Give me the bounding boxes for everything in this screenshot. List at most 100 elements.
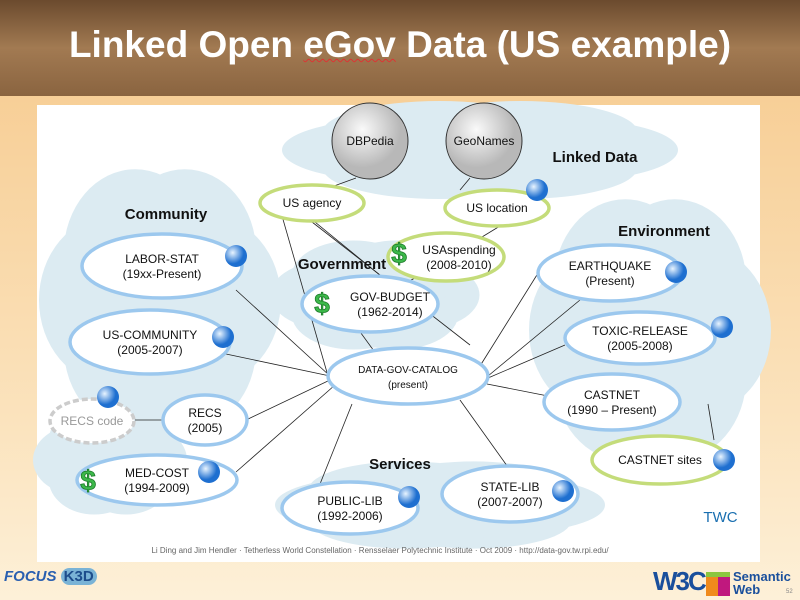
- edge-line: [707, 403, 715, 441]
- focus-text: FOCUS: [4, 568, 57, 585]
- node-sublabel: (2005): [188, 421, 223, 435]
- group-label-services: Services: [369, 456, 431, 473]
- node-label: LABOR-STAT: [125, 252, 199, 266]
- node-us-agency[interactable]: US agency: [258, 183, 366, 223]
- node-shape: [443, 188, 551, 228]
- edge-line: [235, 384, 336, 473]
- node-castnet-sites[interactable]: CASTNET sites: [590, 434, 730, 486]
- node-labor-stat[interactable]: LABOR-STAT(19xx-Present): [80, 232, 244, 300]
- title-text-underlined: eGov: [303, 24, 396, 65]
- w3c-logo: W3C: [653, 566, 707, 596]
- semantic-web-cube-icon: [706, 572, 730, 596]
- nodes-layer: DBPedia GeoNames US agency US locationLABOR…: [48, 102, 730, 536]
- globe-icon: [212, 326, 234, 348]
- node-label: STATE-LIB: [481, 480, 540, 494]
- node-label: MED-COST: [125, 466, 190, 480]
- node-shape: [440, 464, 580, 524]
- edge-line: [225, 353, 331, 377]
- node-label: EARTHQUAKE: [569, 259, 651, 273]
- node-shape: [326, 346, 490, 406]
- node-earthquake[interactable]: EARTHQUAKE(Present): [536, 243, 684, 303]
- node-data-gov-catalog[interactable]: DATA-GOV-CATALOG (present): [326, 346, 490, 406]
- node-label: DATA-GOV-CATALOG: [358, 365, 458, 376]
- node-label: US location: [466, 201, 527, 215]
- node-med-cost[interactable]: MED-COST(1994-2009): [75, 453, 239, 507]
- node-usaspending[interactable]: USAspending(2008-2010): [386, 231, 506, 283]
- edge-line: [275, 194, 329, 377]
- edge-line: [333, 177, 357, 187]
- node-label: US-COMMUNITY: [103, 328, 198, 342]
- node-us-community[interactable]: US-COMMUNITY(2005-2007): [68, 308, 232, 376]
- group-label-government: Government: [298, 256, 386, 273]
- web-text: Web: [733, 582, 761, 597]
- node-toxic-release[interactable]: TOXIC-RELEASE(2005-2008): [563, 310, 717, 366]
- focus-k3d-logo: FOCUS K3D: [4, 568, 97, 585]
- node-shape: [258, 183, 366, 223]
- node-shape: [563, 310, 717, 366]
- node-sublabel: (1992-2006): [317, 509, 382, 523]
- group-label-community: Community: [125, 206, 208, 223]
- node-recs-code[interactable]: RECS code: [48, 397, 136, 445]
- edge-line: [459, 177, 471, 191]
- edge-line: [319, 403, 353, 485]
- dollar-icon: $: [314, 288, 330, 319]
- slide-title: Linked Open eGov Data (US example): [69, 24, 731, 66]
- globe-icon: [225, 245, 247, 267]
- node-state-lib[interactable]: STATE-LIB(2007-2007): [440, 464, 580, 524]
- node-shape: [161, 393, 249, 447]
- node-sublabel: (2008-2010): [426, 258, 491, 272]
- group-label-environment: Environment: [618, 223, 710, 240]
- group-label-linked_data: Linked Data: [552, 149, 638, 166]
- node-label: US agency: [283, 196, 342, 210]
- twc-text: TWC: [703, 509, 738, 526]
- credit-line: Li Ding and Jim Hendler · Tetherless Wor…: [151, 546, 609, 555]
- node-label: TOXIC-RELEASE: [592, 324, 688, 338]
- node-sublabel: (19xx-Present): [123, 267, 202, 281]
- node-public-lib[interactable]: PUBLIC-LIB(1992-2006): [280, 480, 420, 536]
- node-sublabel: (present): [388, 380, 428, 391]
- node-shape: [445, 102, 523, 180]
- edge-line: [479, 269, 541, 367]
- globe-icon: [713, 449, 735, 471]
- node-shape: [536, 243, 684, 303]
- node-label: PUBLIC-LIB: [317, 494, 382, 508]
- edge-line: [487, 299, 581, 377]
- node-shape: [48, 397, 136, 445]
- labels-layer: $$$Linked DataCommunityGovernmentEnviron…: [80, 149, 735, 508]
- globe-icon: [198, 461, 220, 483]
- globe-icon: [97, 386, 119, 408]
- node-gov-budget[interactable]: GOV-BUDGET(1962-2014): [300, 274, 440, 334]
- node-dbpedia[interactable]: DBPedia: [331, 102, 409, 180]
- node-shape: [280, 480, 420, 536]
- node-label: USAspending: [422, 243, 495, 257]
- globe-icon: [398, 486, 420, 508]
- node-shape: [300, 274, 440, 334]
- node-geonames[interactable]: GeoNames: [445, 102, 523, 180]
- node-sublabel: (1990 – Present): [567, 403, 656, 417]
- node-label: CASTNET: [584, 388, 641, 402]
- node-label: RECS code: [61, 414, 124, 428]
- node-castnet[interactable]: CASTNET(1990 – Present): [542, 372, 682, 432]
- node-shape: [80, 232, 244, 300]
- node-shape: [331, 102, 409, 180]
- dollar-icon: $: [80, 465, 96, 496]
- edge-line: [235, 289, 331, 377]
- node-sublabel: (Present): [585, 274, 634, 288]
- node-us-location[interactable]: US location: [443, 188, 551, 228]
- semantic-text: Semantic: [733, 569, 791, 584]
- node-shape: [386, 231, 506, 283]
- edge-line: [486, 383, 549, 397]
- node-sublabel: (2007-2007): [477, 495, 542, 509]
- globe-icon: [526, 179, 548, 201]
- node-label: CASTNET sites: [618, 453, 702, 467]
- node-sublabel: (1994-2009): [124, 481, 189, 495]
- node-label: GOV-BUDGET: [350, 290, 431, 304]
- node-sublabel: (2005-2008): [607, 339, 672, 353]
- edge-line: [245, 379, 331, 421]
- node-recs[interactable]: RECS(2005): [161, 393, 249, 447]
- globe-icon: [711, 316, 733, 338]
- title-bar: Linked Open eGov Data (US example): [0, 0, 800, 96]
- node-shape: [542, 372, 682, 432]
